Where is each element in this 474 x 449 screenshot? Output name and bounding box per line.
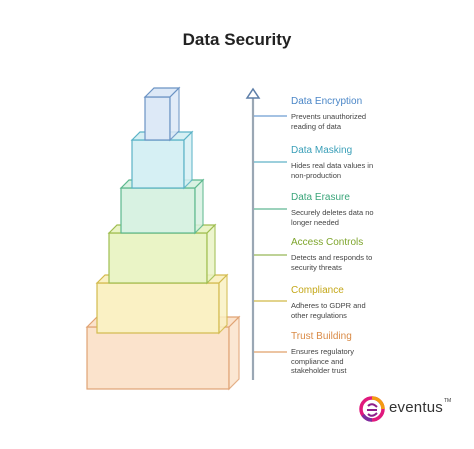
axis-arrow-icon	[245, 87, 261, 99]
level-description-line: compliance and	[291, 356, 344, 366]
pyramid-block-5	[95, 273, 229, 335]
level-axis	[245, 87, 261, 380]
level-title: Trust Building	[291, 331, 352, 342]
axis-ticks	[254, 115, 287, 353]
pyramid-block-4	[107, 223, 217, 285]
level-title: Data Erasure	[291, 192, 350, 203]
level-description-line: longer needed	[291, 217, 339, 227]
level-description-line: Hides real data values in	[291, 161, 374, 170]
level-description-line: Ensures regulatory	[291, 347, 354, 356]
level-description-line: other regulations	[291, 310, 347, 320]
level-description-line: Detects and responds to	[291, 253, 373, 262]
page-title: Data Security	[182, 30, 292, 49]
logo-trademark: TM	[444, 398, 452, 404]
level-description-line: security threats	[291, 262, 342, 272]
pyramid-block-6	[85, 315, 241, 391]
level-title: Compliance	[291, 285, 344, 296]
eventus-logo-icon	[359, 396, 385, 422]
level-description-line: non-production	[291, 170, 342, 180]
level-title: Data Encryption	[291, 96, 363, 107]
level-description-line: Adheres to GDPR and	[291, 301, 366, 310]
level-description-line: Securely deletes data no	[291, 208, 374, 217]
level-description-line: reading of data	[291, 121, 342, 131]
pyramid-block-1	[143, 86, 181, 142]
level-description-line: Prevents unauthorized	[291, 112, 367, 121]
level-description-line: stakeholder trust	[291, 366, 347, 375]
level-title: Data Masking	[291, 145, 353, 156]
pyramid-blocks	[85, 86, 241, 391]
logo-text: eventus	[389, 399, 443, 416]
level-title: Access Controls	[291, 237, 364, 248]
